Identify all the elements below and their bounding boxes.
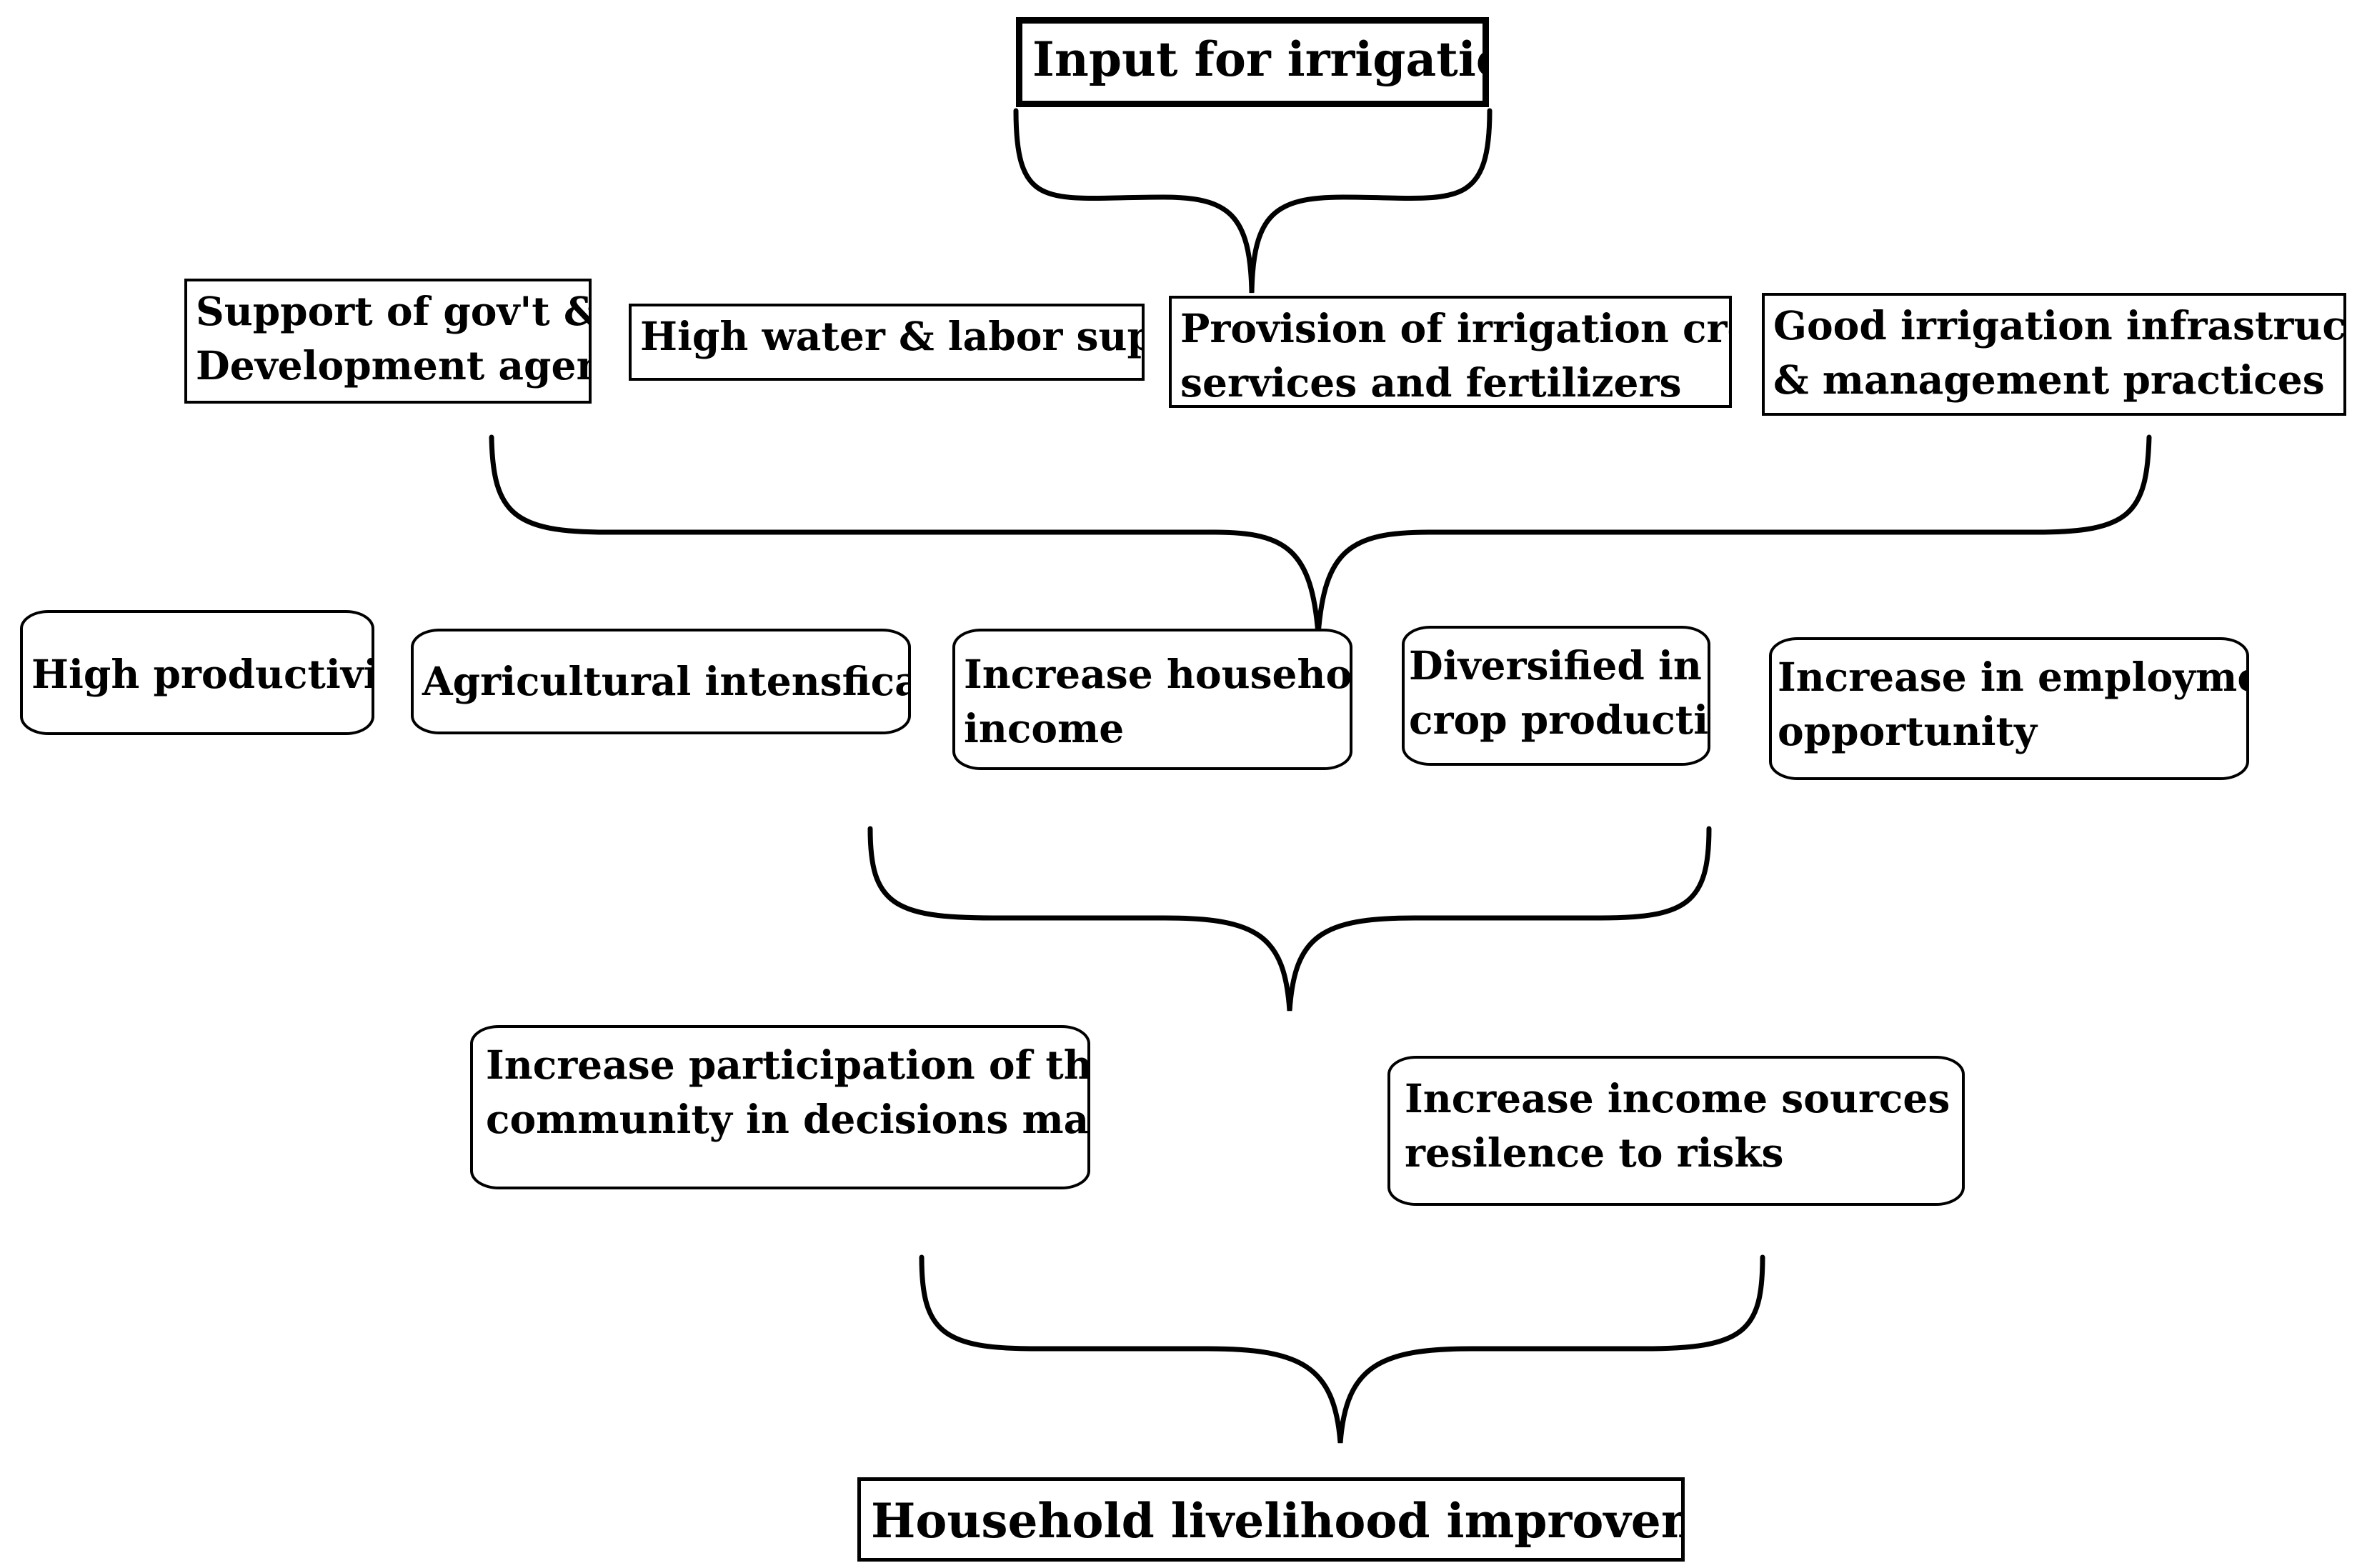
effect-line-2: crop production xyxy=(1409,696,1709,743)
effect-high-productivity: High productivity xyxy=(20,610,374,735)
input-line-1: Good irrigation infrastructure xyxy=(1773,302,2346,349)
input-line-2: Development agents xyxy=(196,342,589,389)
brace-inputs-to-effects xyxy=(489,434,2152,635)
outcome-income-resilience: Increase income sources & resilence to r… xyxy=(1387,1056,1965,1206)
input-credit-fertilizers: Provision of irrigation credit services … xyxy=(1169,296,1732,408)
outcome-line-1: Increase participation of the xyxy=(486,1042,1090,1088)
final-household-livelihood: Household livelihood improvement xyxy=(857,1477,1685,1562)
input-water-labor: High water & labor supply xyxy=(629,304,1145,381)
outcome-line-2: resilence to risks xyxy=(1405,1129,1784,1176)
input-line-2: services and fertilizers xyxy=(1180,359,1682,406)
input-line-2: & management practices xyxy=(1773,356,2325,403)
outcome-line-1: Increase income sources & xyxy=(1405,1075,1965,1122)
brace-effects-to-outcomes xyxy=(867,826,1712,1012)
effect-line-1: High productivity xyxy=(31,651,372,697)
outcome-community-participation: Increase participation of the community … xyxy=(470,1025,1090,1189)
effect-line-1: Increase in employment xyxy=(1778,654,2246,700)
input-line-1: Support of gov't & xyxy=(196,288,592,334)
input-line-1: High water & labor supply xyxy=(640,313,1142,359)
title-input-for-irrigation: Input for irrigation xyxy=(1016,17,1489,107)
effect-line-1: Diversified in xyxy=(1409,642,1702,689)
input-line-1: Provision of irrigation credit xyxy=(1180,305,1729,351)
effect-line-2: opportunity xyxy=(1778,708,2037,754)
effect-employment: Increase in employment opportunity xyxy=(1769,637,2249,780)
input-gov-support: Support of gov't & Development agents xyxy=(184,279,592,404)
outcome-line-2: community in decisions making xyxy=(486,1096,1090,1142)
brace-title-to-inputs xyxy=(1013,108,1493,294)
effect-line-1: Agricultural intensfication xyxy=(422,658,908,704)
effect-agri-intensification: Agricultural intensfication xyxy=(411,629,911,734)
brace-outcomes-to-final xyxy=(919,1254,1765,1444)
effect-line-2: income xyxy=(964,705,1125,751)
effect-line-1: Increase household xyxy=(964,651,1352,697)
input-infrastructure: Good irrigation infrastructure & managem… xyxy=(1762,293,2346,416)
final-text: Household livelihood improvement xyxy=(871,1493,1681,1549)
title-text: Input for irrigation xyxy=(1032,31,1483,87)
effect-diversified-crops: Diversified in crop production xyxy=(1402,626,1710,766)
effect-household-income: Increase household income xyxy=(952,629,1352,770)
